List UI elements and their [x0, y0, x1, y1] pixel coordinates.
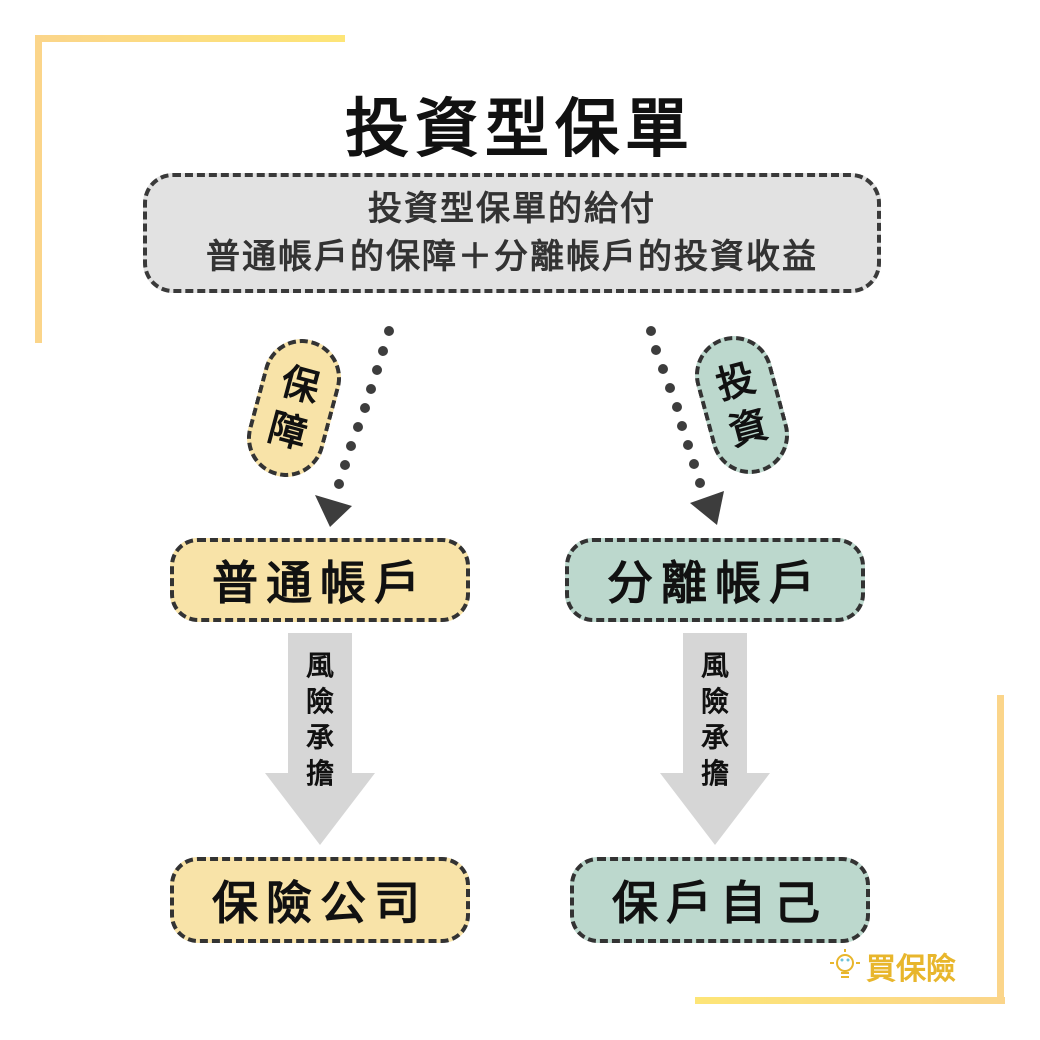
frame-bottom-right-vertical — [997, 695, 1004, 1004]
insurer-node: 保險公司 — [170, 857, 470, 943]
summary-box: 投資型保單的給付 普通帳戶的保障＋分離帳戶的投資收益 — [143, 173, 881, 293]
summary-line-2: 普通帳戶的保障＋分離帳戶的投資收益 — [206, 237, 818, 277]
risk-char: 風 — [305, 649, 334, 682]
risk-char: 險 — [305, 685, 334, 718]
risk-char: 承 — [305, 721, 334, 754]
right-dotted-arrow — [646, 326, 724, 525]
risk-char: 險 — [700, 685, 729, 718]
policyholder-node: 保戶自己 — [570, 857, 870, 943]
brand-logo: 買保險 — [828, 944, 956, 988]
page-title: 投資型保單 — [345, 93, 695, 167]
right-arrowhead-icon — [690, 491, 724, 525]
general-account-node: 普通帳戶 — [170, 538, 470, 622]
risk-char: 擔 — [700, 757, 729, 790]
left-risk-arrow-icon — [265, 633, 375, 845]
risk-char: 擔 — [305, 757, 334, 790]
right-risk-arrow-icon — [660, 633, 770, 845]
left-arrowhead-icon — [315, 495, 352, 527]
right-risk-label: 風 險 承 擔 — [695, 648, 735, 792]
left-dotted-arrow — [315, 326, 394, 527]
risk-char: 承 — [700, 721, 729, 754]
separate-account-node: 分離帳戶 — [565, 538, 865, 622]
tag-investment-char-2: 資 — [724, 402, 773, 455]
brand-name: 買保險 — [866, 952, 956, 987]
tag-protection-char-2: 障 — [263, 405, 312, 458]
frame-bottom-right-horizontal — [695, 997, 1005, 1004]
lightbulb-icon — [830, 949, 860, 978]
left-risk-label: 風 險 承 擔 — [300, 648, 340, 792]
frame-top-left-vertical — [35, 35, 42, 343]
risk-char: 風 — [700, 649, 729, 682]
frame-top-left-horizontal — [35, 35, 345, 42]
summary-line-1: 投資型保單的給付 — [368, 189, 656, 229]
